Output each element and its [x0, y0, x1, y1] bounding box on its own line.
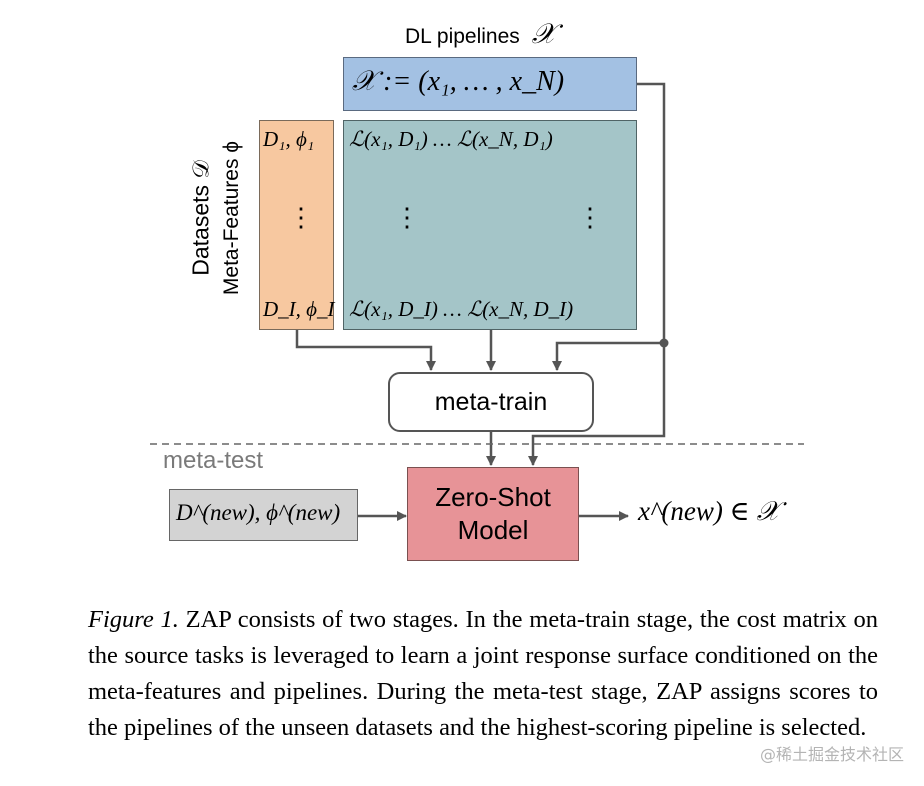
pipelines-symbol: 𝒳	[531, 19, 556, 50]
figure-caption: Figure 1. ZAP consists of two stages. In…	[88, 602, 878, 746]
caption-text: ZAP consists of two stages. In the meta-…	[88, 606, 878, 741]
cost-row-first: ℒ(x₁, D₁) … ℒ(x_N, D₁)	[349, 127, 553, 151]
model-label-line1: Zero-Shot	[435, 482, 551, 512]
watermark-text: @稀土掘金技术社区	[759, 745, 904, 764]
dataset-row-first: D₁, ϕ₁	[263, 127, 315, 151]
cost-vdots-right: ⋮	[577, 203, 603, 232]
new-input-box: D^(new), ϕ^(new)	[169, 489, 358, 541]
new-input-text: D^(new), ϕ^(new)	[176, 500, 341, 525]
pipelines-label: DL pipelines 𝒳	[405, 19, 556, 50]
pipelines-to-metatrain-arrow	[552, 341, 664, 371]
model-label-line2: Model	[457, 515, 529, 545]
cost-row-last: ℒ(x₁, D_I) … ℒ(x_N, D_I)	[349, 297, 574, 321]
dataset-to-metatrain-arrow	[295, 330, 436, 371]
meta-train-box: meta-train	[388, 372, 594, 432]
pipeline-set-text: 𝒳 := (x₁, … , x_N)	[352, 66, 565, 97]
meta-test-label: meta-test	[163, 447, 264, 474]
pipeline-set-box: 𝒳 := (x₁, … , x_N)	[343, 57, 637, 111]
junction-dot	[659, 338, 669, 348]
metafeatures-label: Meta-Features ϕ	[220, 140, 243, 296]
datasets-label: Datasets 𝒟	[187, 160, 214, 276]
output-expression: x^(new) ∈ 𝒳	[638, 496, 780, 526]
pipelines-connector	[528, 82, 666, 466]
dataset-row-last: D_I, ϕ_I	[263, 297, 335, 321]
cost-matrix-box: ℒ(x₁, D₁) … ℒ(x_N, D₁) ⋮ ⋮ ℒ(x₁, D_I) … …	[343, 120, 637, 330]
caption-label: Figure 1.	[88, 606, 179, 633]
meta-train-label: meta-train	[434, 387, 548, 416]
cost-vdots-left: ⋮	[394, 203, 420, 232]
dataset-vdots: ⋮	[288, 203, 314, 232]
zero-shot-model-box: Zero-Shot Model	[407, 467, 579, 561]
dataset-column-box: D₁, ϕ₁ ⋮ D_I, ϕ_I	[259, 120, 335, 330]
